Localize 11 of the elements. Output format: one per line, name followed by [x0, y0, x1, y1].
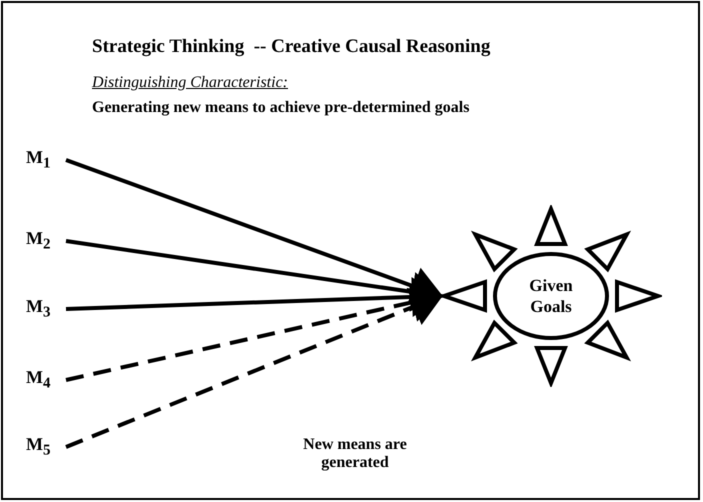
characteristic-text: Generating new means to achieve pre-determined goals	[92, 99, 470, 117]
dashed-arrow	[65, 288, 444, 449]
means-label: M$_{1}$	[26, 147, 66, 173]
node-label: Given Goals	[528, 275, 574, 317]
means-label: M$_{2}$	[26, 228, 66, 254]
title: Strategic Thinking -- Creative Causal Reasoning	[92, 36, 490, 58]
characteristic-heading: Distinguishing Characteristic:	[92, 74, 288, 92]
means-label: M$_{4}$	[26, 367, 66, 393]
means-label: M$_{3}$	[26, 296, 66, 322]
means-label: M$_{5}$	[26, 434, 66, 460]
arrow-caption: New means are generated	[302, 436, 408, 472]
